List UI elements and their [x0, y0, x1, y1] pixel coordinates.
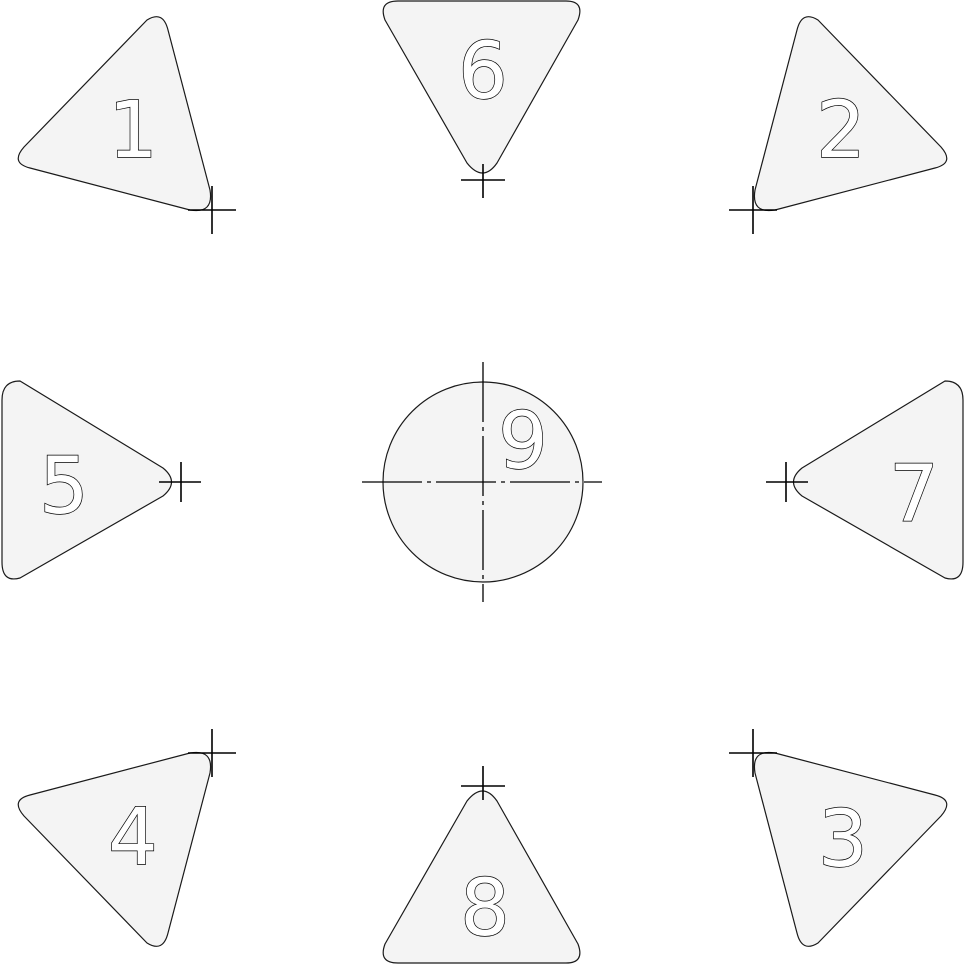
piece-2: 2	[729, 16, 948, 234]
piece-5: 5	[1, 380, 201, 580]
piece-5-crosshair	[159, 462, 201, 502]
piece-1-crosshair	[188, 186, 236, 234]
piece-9-label: 9	[498, 397, 548, 487]
piece-6: 6	[382, 0, 581, 198]
piece-7-shape	[792, 380, 964, 580]
piece-7-label: 7	[889, 450, 939, 540]
piece-3-label: 3	[818, 795, 868, 885]
piece-2-crosshair	[729, 186, 777, 234]
piece-4: 4	[17, 729, 236, 947]
piece-4-label: 4	[108, 793, 158, 883]
piece-5-shape	[1, 380, 173, 580]
piece-1: 1	[17, 16, 236, 234]
piece-2-label: 2	[816, 86, 866, 176]
piece-4-shape	[17, 751, 212, 947]
piece-1-label: 1	[108, 86, 158, 176]
piece-4-crosshair	[188, 729, 236, 777]
piece-6-shape	[382, 0, 581, 174]
piece-6-crosshair	[461, 164, 505, 198]
piece-1-shape	[17, 16, 212, 212]
piece-3-crosshair	[729, 729, 777, 777]
piece-3-shape	[753, 751, 948, 947]
piece-8-shape	[382, 790, 581, 964]
piece-8-label: 8	[460, 864, 510, 954]
piece-3: 3	[729, 729, 948, 947]
piece-8: 8	[382, 766, 581, 964]
piece-6-label: 6	[458, 27, 508, 117]
piece-5-label: 5	[39, 442, 89, 532]
piece-8-crosshair	[461, 766, 505, 800]
piece-7: 7	[766, 380, 964, 580]
piece-2-shape	[753, 16, 948, 212]
piece-7-crosshair	[766, 462, 808, 502]
piece-9: 9	[362, 362, 602, 602]
